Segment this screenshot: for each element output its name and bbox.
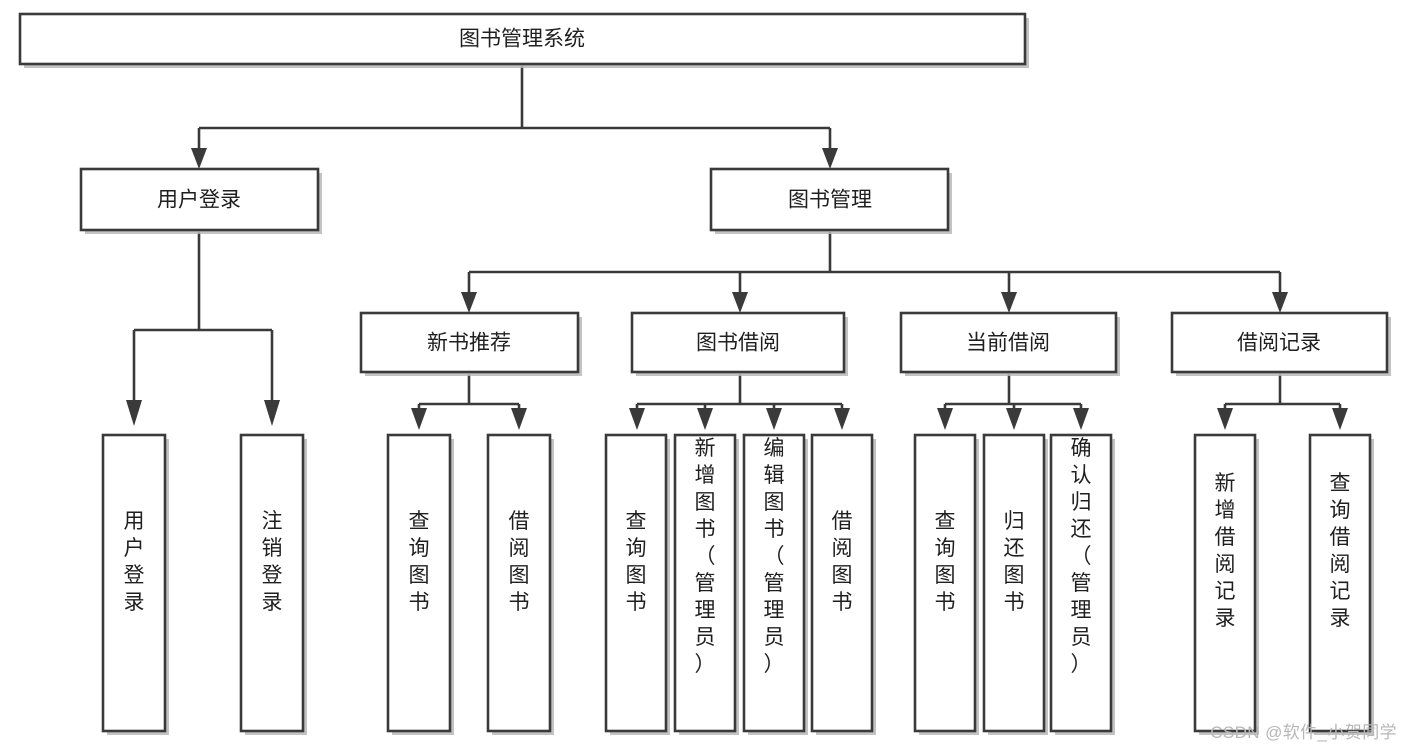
- node-leaf-borrow-book-1-box: [486, 433, 552, 733]
- node-leaf-query-book-2-label: 查询图书: [626, 510, 647, 614]
- node-leaf-logout-login-label: 注销登录: [262, 510, 283, 614]
- connector-layer: [126, 66, 1348, 430]
- node-leaf-return-book-box: [982, 433, 1046, 733]
- arrowhead-leaf-edit-book: [766, 408, 782, 430]
- node-leaf-add-book-box: [673, 433, 737, 733]
- node-leaf-edit-book-label: 编辑图书（管理员）: [764, 437, 785, 676]
- node-leaf-borrow-book-2[interactable]: 借阅图书: [810, 433, 876, 735]
- node-user-login-box: [79, 167, 320, 232]
- arrowhead-new-book-recommend: [461, 292, 477, 313]
- arrowhead-leaf-query-book-1: [411, 408, 427, 430]
- node-leaf-return-book-label: 归还图书: [1004, 510, 1025, 614]
- arrowhead-leaf-confirm-return: [1073, 408, 1089, 430]
- arrowhead-current-borrow: [1001, 292, 1017, 313]
- node-current-borrow-label: 当前借阅: [966, 332, 1050, 355]
- node-leaf-query-book-3-label: 查询图书: [935, 510, 956, 614]
- node-root[interactable]: 图书管理系统: [18, 12, 1029, 68]
- node-new-book-recommend-label: 新书推荐: [427, 332, 511, 355]
- node-book-management[interactable]: 图书管理: [709, 167, 952, 234]
- node-leaf-query-book-2-box: [604, 433, 668, 733]
- node-leaf-logout-login[interactable]: 注销登录: [239, 433, 307, 735]
- arrowhead-borrow-record: [1272, 292, 1288, 313]
- arrowhead-leaf-borrow-book-1: [511, 408, 527, 430]
- node-borrow-record[interactable]: 借阅记录: [1170, 311, 1391, 376]
- node-root-box: [18, 12, 1027, 66]
- arrowhead-leaf-query-book-3: [937, 408, 953, 430]
- arrowhead-leaf-query-book-2: [629, 408, 645, 430]
- node-leaf-borrow-book-1-label: 借阅图书: [509, 510, 530, 614]
- node-borrow-record-label: 借阅记录: [1237, 332, 1321, 355]
- node-leaf-borrow-book-2-box: [810, 433, 874, 733]
- node-leaf-query-record[interactable]: 查询借阅记录: [1308, 433, 1374, 735]
- arrowhead-leaf-user-login: [126, 400, 142, 426]
- node-user-login-label: 用户登录: [157, 189, 241, 212]
- node-leaf-query-book-1-label: 查询图书: [409, 510, 430, 614]
- node-leaf-confirm-return-label: 确认归还（管理员）: [1071, 437, 1092, 676]
- node-leaf-query-book-3[interactable]: 查询图书: [913, 433, 979, 735]
- node-leaf-user-login-box: [101, 433, 167, 733]
- arrowhead-leaf-return-book: [1006, 408, 1022, 430]
- node-leaf-user-login-label: 用户登录: [124, 510, 145, 614]
- node-leaf-borrow-book-2-label: 借阅图书: [832, 510, 853, 614]
- node-root-label: 图书管理系统: [459, 28, 585, 51]
- node-current-borrow[interactable]: 当前借阅: [899, 311, 1120, 376]
- node-leaf-edit-book[interactable]: 编辑图书（管理员）: [742, 433, 808, 735]
- node-current-borrow-box: [899, 311, 1118, 374]
- arrowhead-leaf-add-record: [1217, 408, 1233, 430]
- arrowhead-user-login: [191, 148, 207, 169]
- node-leaf-logout-login-box: [239, 433, 305, 733]
- arrowhead-book-borrow: [732, 292, 748, 313]
- node-leaf-query-book-1-box: [386, 433, 452, 733]
- node-leaf-borrow-book-1[interactable]: 借阅图书: [486, 433, 554, 735]
- node-leaf-add-book-label: 新增图书（管理员）: [695, 437, 716, 676]
- node-leaf-edit-book-box: [742, 433, 806, 733]
- node-leaf-confirm-return[interactable]: 确认归还（管理员）: [1049, 433, 1115, 735]
- arrowhead-leaf-add-book: [697, 408, 713, 430]
- arrowhead-leaf-borrow-book-2: [834, 408, 850, 430]
- arrowhead-leaf-logout-login: [264, 400, 280, 426]
- node-book-borrow-box: [630, 311, 846, 374]
- node-leaf-return-book[interactable]: 归还图书: [982, 433, 1048, 735]
- node-leaf-add-record-box: [1193, 433, 1257, 733]
- node-new-book-recommend-box: [359, 311, 580, 374]
- node-leaf-user-login[interactable]: 用户登录: [101, 433, 169, 735]
- node-leaf-add-record[interactable]: 新增借阅记录: [1193, 433, 1259, 735]
- node-leaf-add-record-label: 新增借阅记录: [1215, 472, 1236, 630]
- node-user-login[interactable]: 用户登录: [79, 167, 322, 234]
- arrowhead-book-management: [822, 148, 838, 169]
- node-new-book-recommend[interactable]: 新书推荐: [359, 311, 582, 376]
- node-leaf-confirm-return-box: [1049, 433, 1113, 733]
- node-leaf-query-record-box: [1308, 433, 1372, 733]
- node-leaf-query-record-label: 查询借阅记录: [1330, 472, 1351, 630]
- node-book-management-label: 图书管理: [788, 189, 872, 212]
- node-borrow-record-box: [1170, 311, 1389, 374]
- node-leaf-add-book[interactable]: 新增图书（管理员）: [673, 433, 739, 735]
- node-book-borrow-label: 图书借阅: [696, 332, 780, 355]
- watermark-text: CSDN @软件_小贺同学: [1210, 723, 1397, 742]
- node-leaf-query-book-2[interactable]: 查询图书: [604, 433, 670, 735]
- node-leaf-query-book-1[interactable]: 查询图书: [386, 433, 454, 735]
- node-book-management-box: [709, 167, 950, 232]
- node-leaf-query-book-3-box: [913, 433, 977, 733]
- node-book-borrow[interactable]: 图书借阅: [630, 311, 848, 376]
- arrowhead-leaf-query-record: [1332, 408, 1348, 430]
